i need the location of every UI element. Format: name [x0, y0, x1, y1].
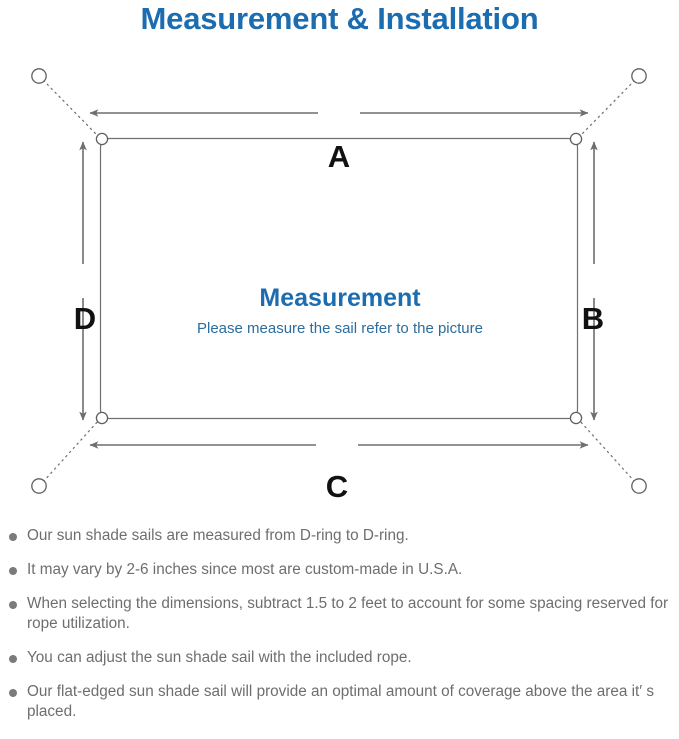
list-item: You can adjust the sun shade sail with t…: [0, 648, 679, 668]
d-ring-top-left: [95, 132, 109, 146]
diagram-center-title: Measurement: [259, 284, 421, 312]
list-item: When selecting the dimensions, subtract …: [0, 594, 679, 634]
sail-measurement-diagram: A B C D Measurement Please measure the s…: [0, 46, 679, 516]
rope-line-bottom-left: [42, 419, 100, 483]
bullet-icon: [9, 533, 17, 541]
note-text: When selecting the dimensions, subtract …: [27, 595, 669, 632]
diagram-center-subtitle: Please measure the sail refer to the pic…: [197, 320, 483, 337]
dimension-label-a: A: [327, 139, 351, 174]
note-text: You can adjust the sun shade sail with t…: [27, 649, 412, 666]
sail-body-outline: [99, 137, 579, 420]
note-text: Our sun shade sails are measured from D-…: [27, 527, 409, 544]
dimension-label-c: C: [325, 469, 349, 504]
d-ring-top-right: [569, 132, 583, 146]
bullet-icon: [9, 655, 17, 663]
anchor-point-top-right: [631, 68, 647, 84]
anchor-point-top-left: [31, 68, 47, 84]
rope-line-top-right: [578, 79, 636, 138]
list-item: Our sun shade sails are measured from D-…: [0, 526, 679, 546]
bullet-icon: [9, 689, 17, 697]
notes-list: Our sun shade sails are measured from D-…: [0, 526, 679, 722]
list-item: It may vary by 2-6 inches since most are…: [0, 560, 679, 580]
note-text: Our flat-edged sun shade sail will provi…: [27, 683, 655, 720]
list-item: Our flat-edged sun shade sail will provi…: [0, 682, 679, 722]
bullet-icon: [9, 567, 17, 575]
anchor-point-bottom-left: [31, 478, 47, 494]
anchor-point-bottom-right: [631, 478, 647, 494]
page-title: Measurement & Installation: [140, 1, 539, 36]
bullet-icon: [9, 601, 17, 609]
note-text: It may vary by 2-6 inches since most are…: [27, 561, 463, 578]
d-ring-bottom-left: [95, 411, 109, 425]
dimension-label-d: D: [73, 301, 97, 336]
sail-diagram-svg: [31, 68, 647, 494]
rope-line-top-left: [42, 79, 100, 138]
rope-line-bottom-right: [578, 419, 636, 483]
d-ring-bottom-right: [569, 411, 583, 425]
dimension-label-b: B: [581, 301, 605, 336]
